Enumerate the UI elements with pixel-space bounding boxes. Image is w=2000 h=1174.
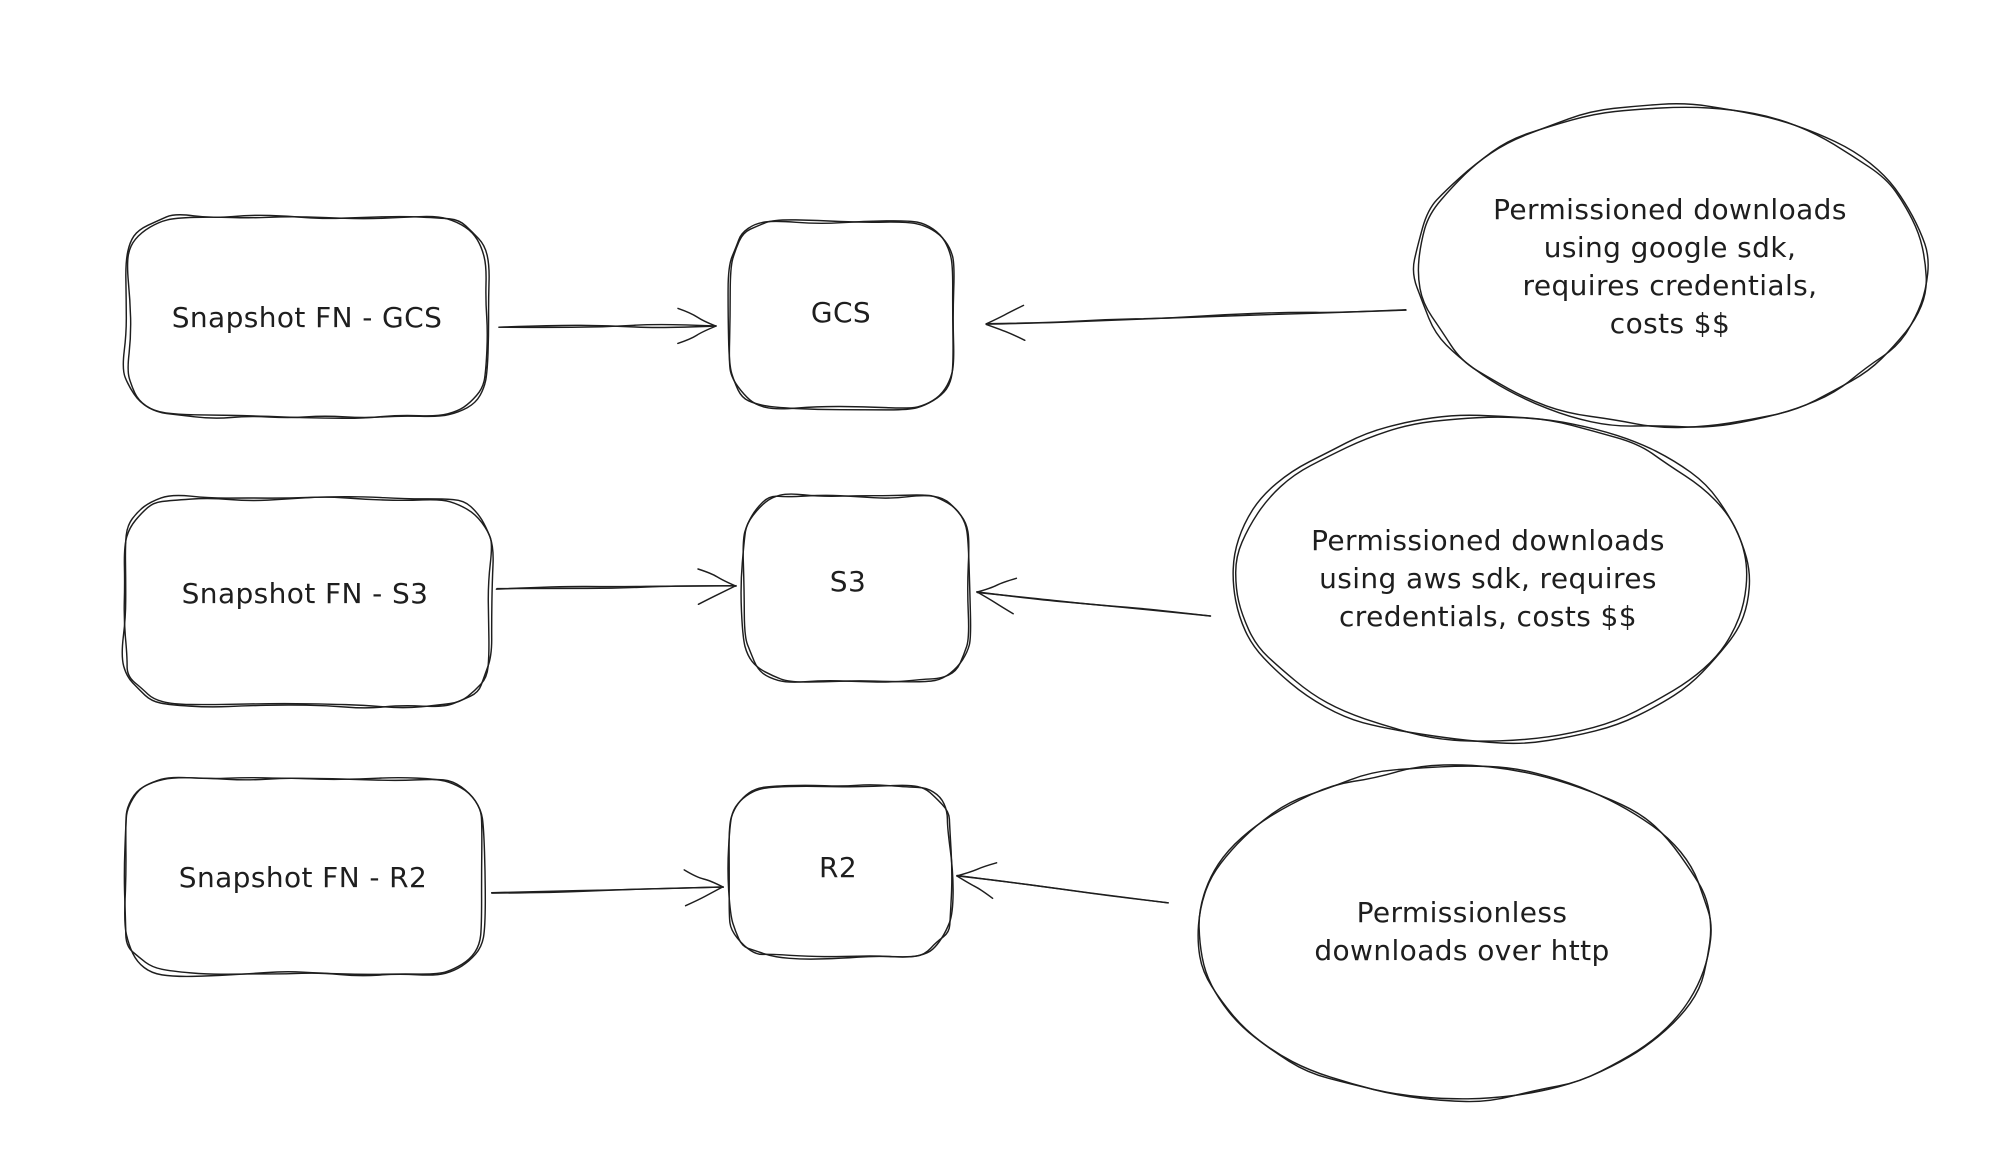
box-snapshot-fn-gcs	[122, 214, 490, 420]
note-s3-text-line-2: credentials, costs $$	[1339, 600, 1637, 633]
box-r2	[727, 784, 954, 960]
ellipse-note-gcs	[1412, 103, 1929, 429]
label-s3: S3	[829, 565, 867, 598]
label-r2: R2	[818, 851, 858, 884]
box-snapshot-fn-s3	[121, 494, 494, 709]
arrow-note-s3-to-s3	[976, 577, 1212, 617]
note-gcs-text-line-2: requires credentials,	[1522, 269, 1818, 302]
box-s3	[740, 493, 972, 683]
note-s3-text-line-0: Permissioned downloads	[1311, 524, 1665, 557]
note-r2-text: Permissionless downloads over http	[1314, 894, 1609, 970]
note-gcs-text-line-3: costs $$	[1609, 307, 1731, 340]
arrow-note-r2-to-r2	[956, 862, 1169, 904]
note-r2-text-line-1: downloads over http	[1314, 934, 1610, 967]
note-gcs-text-line-1: using google sdk,	[1543, 231, 1797, 264]
note-s3-text-line-1: using aws sdk, requires	[1319, 562, 1657, 595]
label-gcs: GCS	[810, 296, 872, 329]
box-snapshot-fn-r2	[123, 776, 487, 978]
ellipse-note-s3	[1232, 414, 1751, 745]
label-snapshot-fn-s3: Snapshot FN - S3	[181, 577, 429, 610]
arrow-note-gcs-to-gcs	[985, 304, 1407, 342]
ellipse-note-r2	[1197, 764, 1712, 1103]
note-s3-text: Permissioned downloads using aws sdk, re…	[1311, 522, 1665, 636]
arrow-snapshot-r2-to-r2	[490, 869, 725, 907]
arrow-snapshot-s3-to-s3	[495, 568, 737, 606]
note-gcs-text: Permissioned downloads using google sdk,…	[1493, 191, 1847, 343]
label-snapshot-fn-r2: Snapshot FN - R2	[178, 861, 428, 894]
label-snapshot-fn-gcs: Snapshot FN - GCS	[171, 301, 443, 334]
arrow-snapshot-gcs-to-gcs	[498, 307, 717, 345]
note-gcs-text-line-0: Permissioned downloads	[1493, 193, 1847, 226]
box-gcs	[727, 219, 955, 411]
note-r2-text-line-0: Permissionless	[1356, 896, 1568, 929]
